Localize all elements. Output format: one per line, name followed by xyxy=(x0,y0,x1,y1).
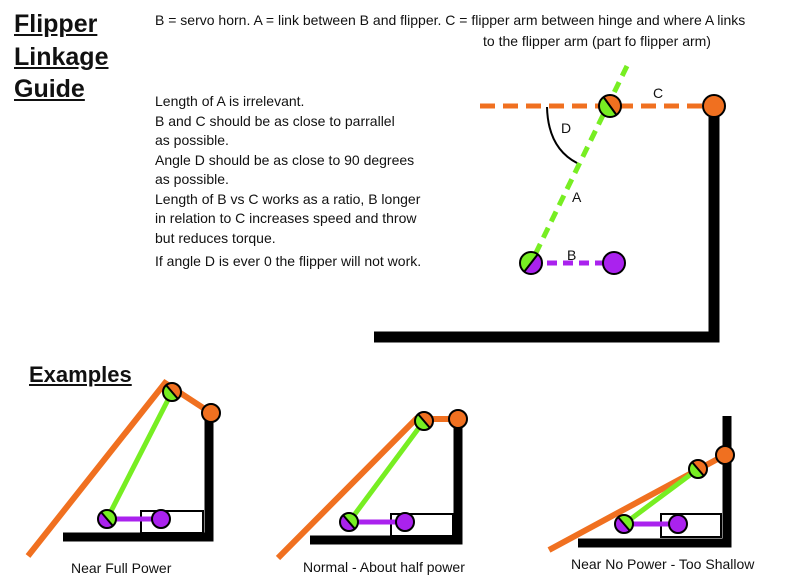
main-frame xyxy=(374,106,720,343)
example-caption-normal: Normal - About half power xyxy=(303,559,465,575)
example-near-no-power xyxy=(547,416,735,553)
note-line: as possible. xyxy=(155,171,229,187)
example-normal-half-power xyxy=(275,409,468,561)
note-line: Angle D should be as close to 90 degrees xyxy=(155,151,415,168)
note-line: Length of B vs C works as a ratio, B lon… xyxy=(155,190,421,207)
legend-line-2: to the flipper arm (part fo flipper arm) xyxy=(483,33,711,49)
arm-link-joint xyxy=(598,94,622,118)
note-line: in relation to C increases speed and thr… xyxy=(155,210,417,226)
hinge-joint xyxy=(702,94,726,118)
legend-line-1: B = servo horn. A = link between B and f… xyxy=(155,12,746,28)
note-line: If angle D is ever 0 the flipper will no… xyxy=(155,253,422,269)
note-line: as possible. xyxy=(155,132,229,148)
page-title: Flipper Linkage Guide xyxy=(14,8,108,106)
label-d: D xyxy=(561,120,571,136)
example-caption-shallow: Near No Power - Too Shallow xyxy=(571,556,755,572)
note-line: Length of A is irrelevant. xyxy=(155,93,305,109)
title-line-2: Linkage xyxy=(14,42,109,71)
angle-d-arc xyxy=(546,106,578,164)
guide-notes: Length of A is irrelevant. B and C shoul… xyxy=(155,92,421,272)
label-b: B xyxy=(567,247,576,263)
note-line: B and C should be as close to parrallel xyxy=(155,112,395,129)
label-c: C xyxy=(653,85,663,101)
title-line-3: Guide xyxy=(14,75,85,103)
note-line: but reduces torque. xyxy=(155,229,276,246)
example-near-full-power xyxy=(25,378,221,558)
main-linkage-diagram: C D A B xyxy=(374,64,726,343)
example-caption-full: Near Full Power xyxy=(71,560,172,576)
title-line-1: Flipper xyxy=(14,10,98,38)
servo-horn-end xyxy=(602,251,626,275)
examples-heading: Examples xyxy=(29,362,132,387)
label-a: A xyxy=(572,189,582,205)
servo-joint xyxy=(519,251,543,275)
